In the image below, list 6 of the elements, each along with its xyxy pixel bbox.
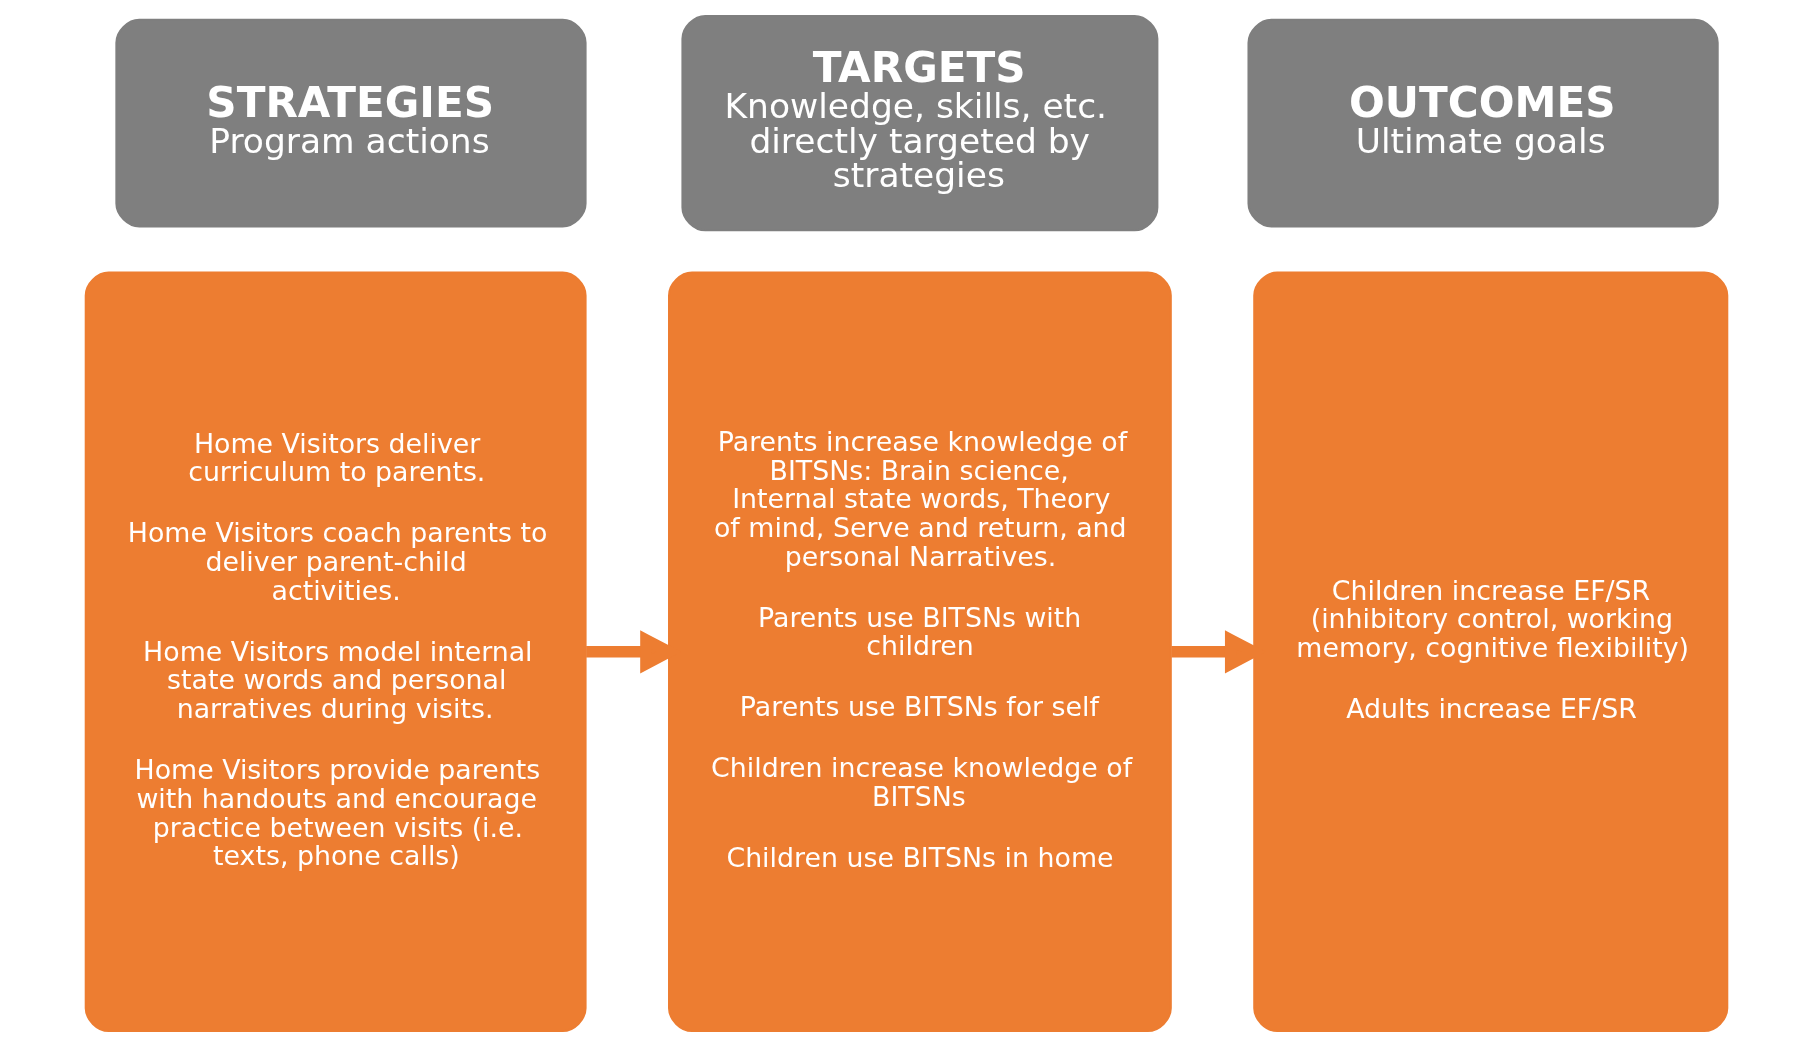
node-box: STRATEGIES Program actions [115, 18, 587, 228]
node-box: Parents increase knowledge of BITSNs: Brain science, Internal state words, Theory of mind, Serve and return, and personal Narratives. Parents use BITSNs with children Parents use BITSNs for self Children increase knowledge of BITSNs Children use BITSNs in home [668, 271, 1172, 1033]
node-box: OUTCOMES Ultimate goals [1247, 18, 1719, 228]
node-box: Children increase EF/SR (inhibitory control, working memory, cognitive flexibility) Adults increase EF/SR [1253, 271, 1729, 1033]
node-box: TARGETS Knowledge, skills, etc. directly targeted by strategies [681, 14, 1159, 232]
node-box: Home Visitors deliver curriculum to parents. Home Visitors coach parents to deliver parent-child activities. Home Visitors model internal state words and personal narratives during visits. Home Visitors provide parents with handouts and encourage practice between visits (i.e. texts, phone calls) [84, 271, 587, 1033]
